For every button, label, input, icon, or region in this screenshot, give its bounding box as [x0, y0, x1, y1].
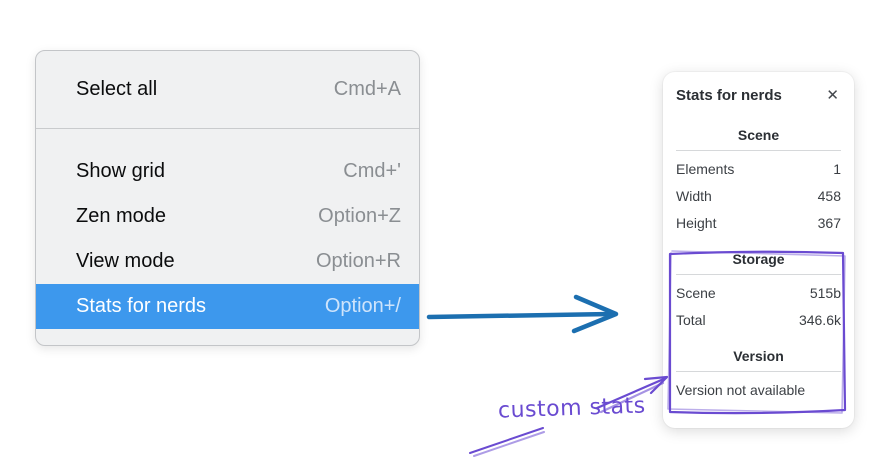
stat-label: Elements: [676, 161, 735, 177]
menu-item-view-mode[interactable]: View mode Option+R: [36, 239, 419, 284]
annotation-underline-stroke: [469, 427, 545, 457]
stat-value: 515b: [809, 285, 841, 301]
menu-item-label: Stats for nerds: [76, 295, 207, 317]
section-heading-scene: Scene: [737, 127, 780, 143]
stat-row-scene-size: Scene 515b: [676, 280, 841, 307]
menu-item-shortcut: Cmd+A: [333, 78, 401, 100]
context-menu: Select all Cmd+A Show grid Cmd+' Zen mod…: [35, 50, 420, 346]
stat-label: Height: [676, 215, 717, 231]
menu-item-select-all[interactable]: Select all Cmd+A: [36, 67, 419, 112]
scene-rows: Elements 1 Width 458 Height 367: [676, 156, 841, 237]
stat-row-width: Width 458: [676, 183, 841, 210]
section-separator: [676, 274, 841, 275]
stat-value: 1: [833, 161, 841, 177]
close-icon[interactable]: ✕: [826, 87, 839, 104]
version-note: Version not available: [676, 382, 806, 398]
menu-group-top: Select all Cmd+A: [36, 51, 419, 128]
stats-panel-title: Stats for nerds: [676, 87, 782, 104]
stats-panel: Stats for nerds ✕ Scene Elements 1 Width…: [663, 72, 854, 428]
menu-separator: [36, 128, 419, 129]
menu-item-label: Select all: [76, 78, 158, 100]
flow-arrow: [426, 294, 619, 334]
menu-item-shortcut: Option+/: [324, 295, 401, 317]
menu-item-zen-mode[interactable]: Zen mode Option+Z: [36, 194, 419, 239]
stat-label: Scene: [676, 285, 716, 301]
section-heading-version: Version: [733, 348, 784, 364]
menu-item-stats-for-nerds[interactable]: Stats for nerds Option+/: [36, 284, 419, 329]
stat-row-height: Height 367: [676, 210, 841, 237]
menu-item-show-grid[interactable]: Show grid Cmd+': [36, 149, 419, 194]
storage-rows: Scene 515b Total 346.6k: [676, 280, 841, 334]
stat-value: 367: [817, 215, 841, 231]
stat-row-total-size: Total 346.6k: [676, 307, 841, 334]
annotation-label: custom stats: [497, 393, 647, 424]
menu-item-shortcut: Option+Z: [318, 205, 401, 227]
section-separator: [676, 371, 841, 372]
menu-item-shortcut: Cmd+': [343, 160, 401, 182]
stat-row-elements: Elements 1: [676, 156, 841, 183]
section-separator: [676, 150, 841, 151]
menu-item-shortcut: Option+R: [315, 250, 401, 272]
menu-item-label: Zen mode: [76, 205, 167, 227]
stat-label: Width: [676, 188, 712, 204]
stat-value: 458: [817, 188, 841, 204]
menu-group-bottom: Show grid Cmd+' Zen mode Option+Z View m…: [36, 129, 419, 345]
section-heading-storage: Storage: [732, 251, 785, 267]
stat-label: Total: [676, 312, 706, 328]
stats-panel-header: Stats for nerds ✕: [676, 86, 841, 105]
stat-value: 346.6k: [798, 312, 841, 328]
menu-item-label: View mode: [76, 250, 175, 272]
menu-item-label: Show grid: [76, 160, 165, 182]
